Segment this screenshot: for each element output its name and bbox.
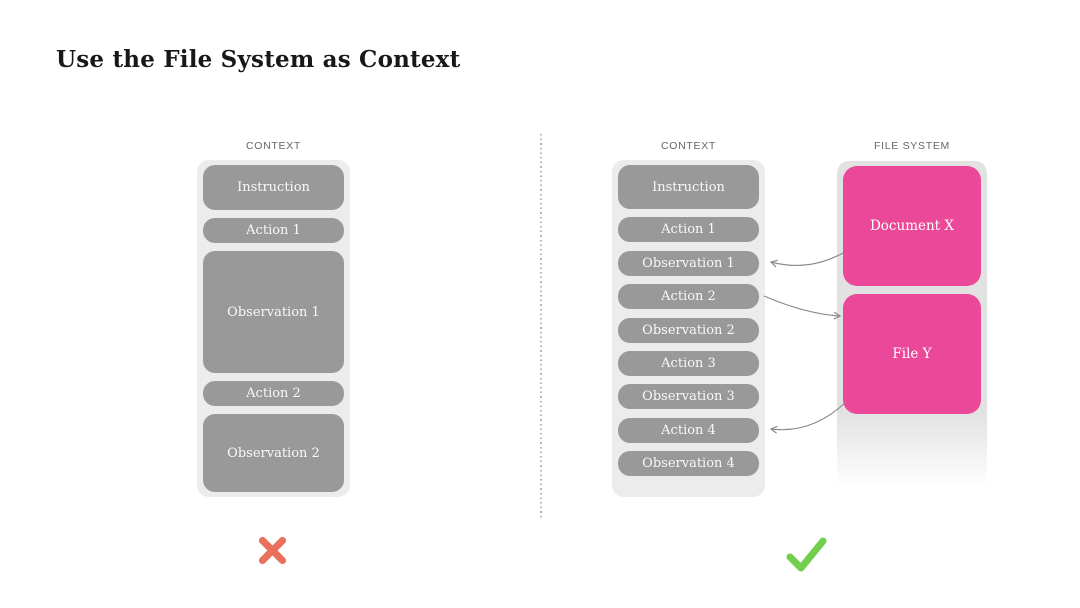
panel-divider — [540, 134, 542, 520]
context-box-action-2: Action 2 — [618, 284, 759, 310]
context-box-observation-1: Observation 1 — [618, 250, 759, 276]
x-mark-icon — [258, 536, 287, 565]
left-context-container: Instruction Action 1 Observation 1 Actio… — [197, 160, 350, 497]
arrow-action2-to-filey — [763, 295, 842, 320]
context-box-observation-4: Observation 4 — [618, 451, 759, 477]
context-box-action-3: Action 3 — [618, 350, 759, 376]
context-box-observation-1: Observation 1 — [203, 251, 344, 373]
context-box-instruction: Instruction — [618, 165, 759, 209]
context-box-action-1: Action 1 — [618, 217, 759, 243]
arrow-documentx-to-observation1 — [769, 252, 844, 268]
left-context-heading: CONTEXT — [245, 140, 302, 152]
context-box-action-1: Action 1 — [203, 218, 344, 243]
context-box-observation-2: Observation 2 — [203, 414, 344, 492]
context-box-action-2: Action 2 — [203, 381, 344, 406]
right-context-heading: CONTEXT — [660, 140, 717, 152]
slide-title: Use the File System as Context — [56, 46, 461, 73]
file-box-file-y: File Y — [843, 294, 981, 414]
context-box-observation-3: Observation 3 — [618, 384, 759, 410]
context-box-observation-2: Observation 2 — [618, 317, 759, 343]
file-box-document-x: Document X — [843, 166, 981, 286]
check-mark-icon — [786, 537, 827, 572]
file-system-container: Document X File Y — [837, 161, 987, 491]
context-filesystem-arrows — [763, 252, 847, 434]
context-box-instruction: Instruction — [203, 165, 344, 210]
arrow-filey-to-action4 — [769, 401, 847, 434]
right-context-container: Instruction Action 1 Observation 1 Actio… — [612, 160, 765, 497]
file-system-heading: FILE SYSTEM — [874, 140, 950, 152]
context-box-action-4: Action 4 — [618, 417, 759, 443]
